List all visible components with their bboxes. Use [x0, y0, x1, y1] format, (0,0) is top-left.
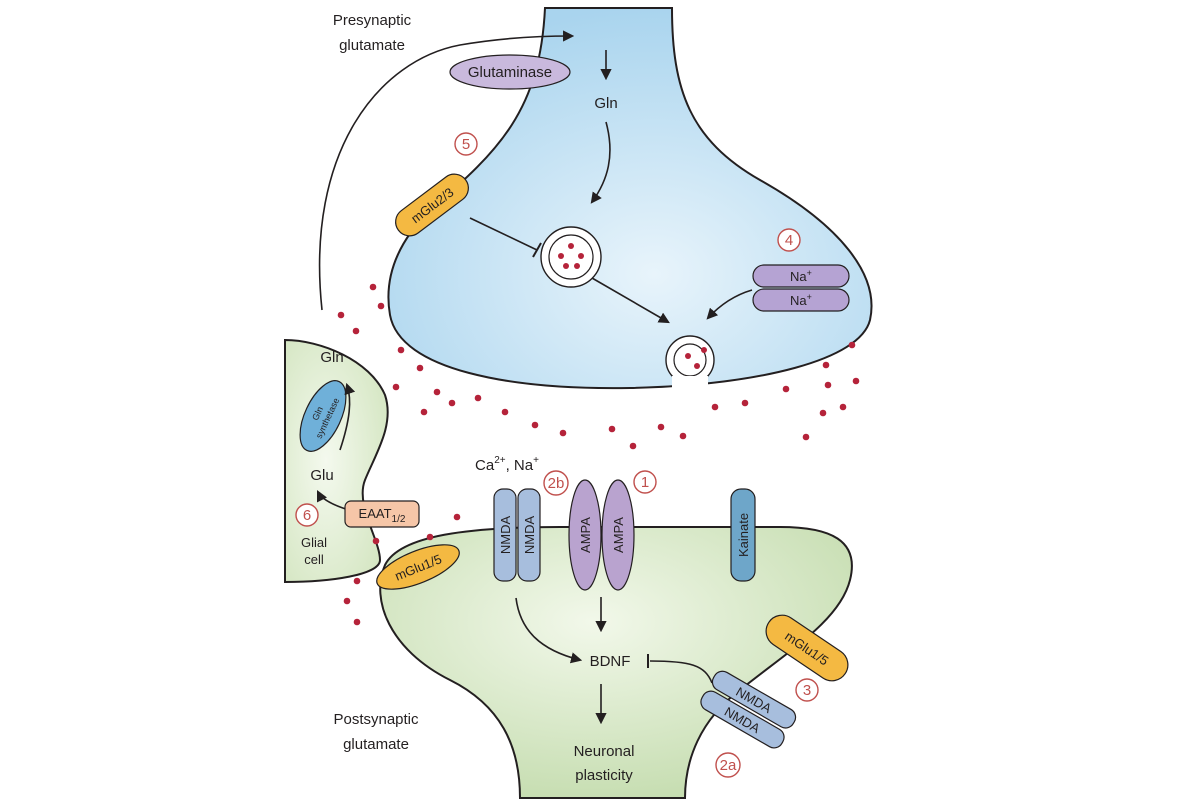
sodium-channel: Na+ Na+	[752, 264, 850, 312]
neuronal-plasticity-label-line1: Neuronal	[574, 743, 635, 760]
ampa-label-a: AMPA	[578, 517, 593, 553]
nmda-label-b: NMDA	[522, 516, 537, 555]
glu-to-gln-arrow	[339, 382, 356, 451]
na-top-label: Na+	[790, 268, 812, 284]
vesicle-release-site	[665, 335, 715, 390]
marker-1-label: 1	[641, 474, 649, 491]
presynaptic-label-line2: glutamate	[339, 37, 405, 54]
marker-4: 4	[777, 228, 801, 252]
nmda-label-a: NMDA	[498, 516, 513, 555]
postsynaptic-label-line1: Postsynaptic	[333, 711, 419, 728]
nmda-receptor: NMDA NMDA	[493, 488, 541, 582]
glutaminase-label: Glutaminase	[468, 64, 552, 81]
glutamate-molecules	[337, 283, 860, 626]
kainate-receptor: Kainate	[730, 488, 756, 582]
ampa-receptor: AMPA AMPA	[568, 479, 635, 591]
marker-1: 1	[633, 470, 657, 494]
presynaptic-label-line1: Presynaptic	[333, 12, 412, 29]
marker-2a: 2a	[715, 752, 741, 778]
marker-3-label: 3	[803, 682, 811, 699]
synaptic-vesicle	[540, 226, 602, 288]
gln-to-vesicle-arrow	[590, 121, 611, 204]
kainate-label: Kainate	[736, 513, 751, 557]
vesicle-to-release-arrow	[591, 277, 670, 324]
glutamine-return-arrow	[318, 30, 575, 311]
marker-2a-label: 2a	[720, 757, 737, 774]
extrasynaptic-nmda-inhibition-line	[649, 660, 713, 684]
gln-presynaptic-label: Gln	[594, 95, 617, 112]
bdnf-label: BDNF	[590, 653, 631, 670]
marker-5: 5	[454, 132, 478, 156]
marker-5-label: 5	[462, 136, 470, 153]
marker-6: 6	[295, 503, 319, 527]
postsynaptic-label-line2: glutamate	[343, 736, 409, 753]
ca-na-ions-label: Ca2+, Na+	[475, 455, 539, 474]
glu-glial-label: Glu	[310, 467, 333, 484]
marker-4-label: 4	[785, 232, 793, 249]
marker-6-label: 6	[303, 507, 311, 524]
marker-3: 3	[795, 678, 819, 702]
eaat-transporter: EAAT1/2	[344, 500, 420, 528]
glial-cell-label-line1: Glial	[301, 535, 327, 550]
ampa-label-b: AMPA	[611, 517, 626, 553]
mglu2-3-inhibition-bar	[532, 242, 542, 258]
glutaminase-enzyme: Glutaminase	[449, 54, 571, 90]
na-bottom-label: Na+	[790, 292, 812, 308]
gln-glial-label: Gln	[320, 349, 343, 366]
mglu2-3-inhibition-line	[469, 217, 538, 251]
nmda-to-bdnf-arrow	[515, 597, 583, 664]
marker-2b-label: 2b	[548, 475, 565, 492]
mglu1-5-left-receptor: mGlu1/5	[376, 544, 460, 590]
marker-2b: 2b	[543, 470, 569, 496]
neuronal-plasticity-label-line2: plasticity	[575, 767, 633, 784]
glial-cell-label-line2: cell	[304, 552, 324, 567]
sodium-to-release-arrow	[706, 289, 753, 320]
eaat-label: EAAT1/2	[359, 506, 406, 525]
